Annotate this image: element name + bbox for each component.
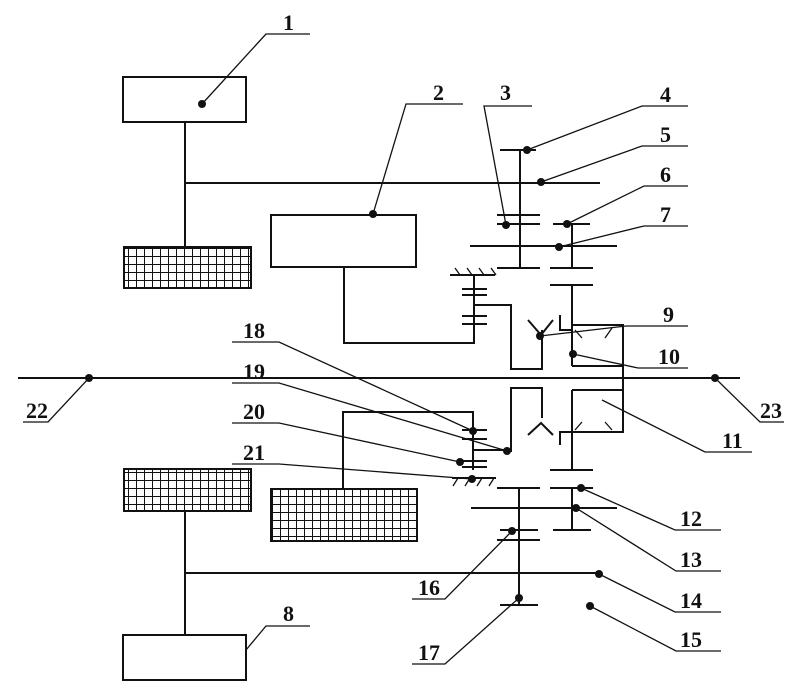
ground-hatch-lower bbox=[452, 477, 495, 487]
battery-lower-middle bbox=[270, 488, 418, 542]
lower-drum bbox=[510, 387, 543, 452]
label-21: 21 bbox=[243, 440, 265, 465]
label-16: 16 bbox=[418, 575, 440, 600]
component-8-box bbox=[122, 634, 247, 681]
label-9: 9 bbox=[663, 302, 674, 327]
label-15: 15 bbox=[680, 627, 702, 652]
component-2-link bbox=[343, 267, 475, 344]
bevel-upper-left bbox=[559, 315, 572, 331]
bevel-gears bbox=[574, 327, 613, 431]
upper-drum bbox=[474, 304, 543, 370]
battery-bottom-left bbox=[123, 468, 252, 512]
label-4: 4 bbox=[660, 82, 671, 107]
component-2-box bbox=[270, 214, 417, 268]
label-11: 11 bbox=[722, 428, 743, 453]
label-22: 22 bbox=[26, 398, 48, 423]
label-7: 7 bbox=[660, 202, 671, 227]
label-20: 20 bbox=[243, 399, 265, 424]
label-17: 17 bbox=[418, 640, 440, 665]
battery-top-left bbox=[123, 246, 252, 289]
bevel-lower-left bbox=[559, 431, 572, 445]
label-14: 14 bbox=[680, 588, 702, 613]
ground-hatch-upper bbox=[454, 267, 497, 276]
label-2: 2 bbox=[433, 80, 444, 105]
label-10: 10 bbox=[658, 344, 680, 369]
label-1: 1 bbox=[283, 10, 294, 35]
label-5: 5 bbox=[660, 122, 671, 147]
label-3: 3 bbox=[500, 80, 511, 105]
bevel-gear-lower bbox=[527, 421, 554, 436]
label-6: 6 bbox=[660, 162, 671, 187]
label-8: 8 bbox=[283, 601, 294, 626]
callouts bbox=[23, 33, 784, 665]
label-23: 23 bbox=[760, 398, 782, 423]
label-18: 18 bbox=[243, 318, 265, 343]
component-1-box bbox=[122, 76, 247, 123]
label-19: 19 bbox=[243, 359, 265, 384]
label-13: 13 bbox=[680, 547, 702, 572]
label-12: 12 bbox=[680, 506, 702, 531]
